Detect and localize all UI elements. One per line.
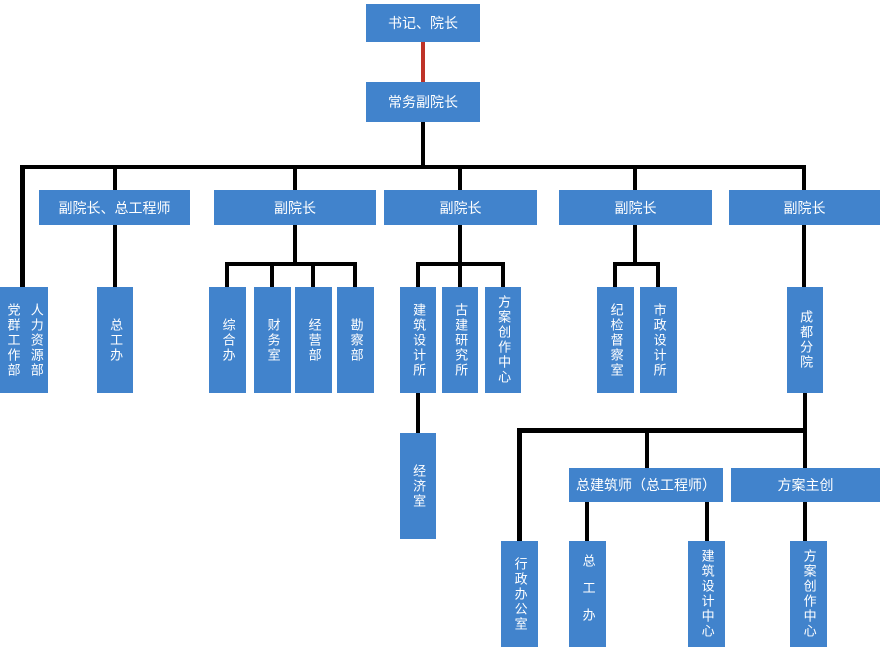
node-survey-dept[interactable]: 勘察部 [337, 287, 374, 393]
node-economics-office-label: 经济室 [411, 463, 427, 509]
connector-vd2-stem [293, 225, 297, 262]
node-vice-dean-2-label: 副院长 [274, 199, 316, 216]
node-architectural-design-institute[interactable]: 建筑设计所 [400, 287, 436, 393]
node-chief-engineer-office-branch-label: 总工办 [580, 553, 596, 635]
connector-drop-municipal [656, 266, 660, 287]
node-vice-dean-3[interactable]: 副院长 [384, 190, 537, 225]
node-secretary-dean-label: 书记、院长 [388, 15, 458, 31]
connector-drop-ancient-building [458, 266, 462, 287]
node-vice-dean-4[interactable]: 副院长 [559, 190, 712, 225]
node-vice-dean-5[interactable]: 副院长 [729, 190, 880, 225]
node-executive-vice-dean[interactable]: 常务副院长 [366, 82, 480, 122]
connector-drop-finance [270, 266, 274, 287]
connector-chengdu-stem [803, 393, 807, 428]
node-human-resources-dept-label: 人力资源部 [28, 302, 44, 378]
connector-drop-discipline [613, 266, 617, 287]
node-scheme-lead[interactable]: 方案主创 [731, 468, 880, 502]
node-survey-dept-label: 勘察部 [348, 317, 364, 363]
node-business-dept-label: 经营部 [306, 317, 322, 363]
connector-chief-arch-to-design-center [705, 502, 709, 541]
node-administrative-office[interactable]: 行政办公室 [501, 541, 538, 647]
node-scheme-creation-center-label: 方案创作中心 [496, 295, 512, 385]
node-general-affairs-office[interactable]: 综合办 [209, 287, 246, 393]
connector-chief-arch-to-gong-ban [585, 502, 589, 541]
node-chengdu-branch[interactable]: 成都分院 [787, 287, 823, 393]
node-administrative-office-label: 行政办公室 [512, 556, 528, 632]
node-chief-engineer-office[interactable]: 总工办 [97, 287, 133, 393]
connector-vd3-stem [458, 225, 462, 262]
node-vice-dean-chief-engineer-label: 副院长、总工程师 [58, 199, 171, 216]
node-business-dept[interactable]: 经营部 [295, 287, 332, 393]
node-scheme-creation-center-branch[interactable]: 方案创作中心 [790, 541, 827, 647]
connector-drop-business [311, 266, 315, 287]
connector-scheme-lead-to-creation-center [803, 502, 807, 541]
node-architectural-design-center[interactable]: 建筑设计中心 [688, 541, 725, 647]
connector-drop-party-hr [20, 165, 25, 287]
connector-drop-admin-office [517, 433, 522, 541]
node-scheme-lead-label: 方案主创 [777, 477, 834, 493]
connector-drop-chief-architect [645, 433, 649, 468]
connector-drop-general-affairs [225, 266, 229, 287]
connector-drop-vice-dean-3 [458, 169, 462, 190]
connector-vd2-horizontal [225, 262, 357, 266]
node-finance-office-label: 财务室 [265, 317, 281, 363]
node-vice-dean-chief-engineer[interactable]: 副院长、总工程师 [39, 190, 190, 225]
node-party-mass-and-hr[interactable]: 党群工作部 人力资源部 [0, 287, 48, 393]
node-scheme-creation-center[interactable]: 方案创作中心 [485, 287, 521, 393]
connector-drop-arch-design-institute [416, 266, 420, 287]
connector-vd5-to-chengdu [802, 225, 806, 287]
node-vice-dean-4-label: 副院长 [614, 199, 657, 216]
connector-chengdu-horizontal [517, 428, 807, 433]
node-chief-architect-label: 总建筑师（总工程师） [576, 477, 716, 493]
connector-vd4-horizontal [613, 262, 660, 266]
node-finance-office[interactable]: 财务室 [254, 287, 291, 393]
node-municipal-design-institute[interactable]: 市政设计所 [640, 287, 677, 393]
node-architectural-design-center-label: 建筑设计中心 [699, 549, 715, 639]
node-ancient-building-research-institute[interactable]: 古建研究所 [442, 287, 478, 393]
node-vice-dean-3-label: 副院长 [439, 199, 482, 216]
node-chief-engineer-office-branch[interactable]: 总工办 [569, 541, 606, 647]
node-party-mass-work-dept-label: 党群工作部 [5, 302, 21, 378]
connector-exec-drop [421, 122, 425, 167]
connector-drop-vice-dean-1 [113, 169, 117, 190]
node-vice-dean-5-label: 副院长 [783, 199, 826, 216]
connector-arch-to-economics [416, 393, 420, 433]
connector-vd4-stem [633, 225, 637, 262]
node-scheme-creation-center-branch-label: 方案创作中心 [801, 549, 817, 639]
node-executive-vice-dean-label: 常务副院长 [388, 94, 458, 110]
node-secretary-dean[interactable]: 书记、院长 [366, 4, 480, 42]
node-discipline-inspection-office[interactable]: 纪检督察室 [597, 287, 634, 393]
connector-secretary-to-exec [421, 42, 425, 82]
node-discipline-inspection-office-label: 纪检督察室 [608, 302, 624, 378]
connector-main-horizontal [20, 165, 806, 169]
connector-vd1-to-chief-eng-office [113, 225, 117, 287]
connector-drop-vice-dean-5 [802, 165, 806, 190]
connector-vd3-horizontal [416, 262, 505, 266]
connector-drop-vice-dean-4 [633, 169, 637, 190]
node-chief-engineer-office-label: 总工办 [108, 317, 124, 363]
node-architectural-design-institute-label: 建筑设计所 [411, 302, 427, 378]
node-general-affairs-office-label: 综合办 [220, 317, 236, 363]
node-chengdu-branch-label: 成都分院 [798, 310, 814, 370]
connector-drop-survey [353, 266, 357, 287]
connector-drop-vice-dean-2 [293, 169, 297, 190]
node-vice-dean-2[interactable]: 副院长 [214, 190, 376, 225]
node-ancient-building-research-institute-label: 古建研究所 [453, 302, 469, 378]
node-municipal-design-institute-label: 市政设计所 [651, 302, 667, 378]
connector-drop-scheme-lead [803, 433, 807, 468]
node-chief-architect[interactable]: 总建筑师（总工程师） [569, 468, 723, 502]
connector-drop-scheme-center [501, 266, 505, 287]
node-economics-office[interactable]: 经济室 [400, 433, 436, 539]
